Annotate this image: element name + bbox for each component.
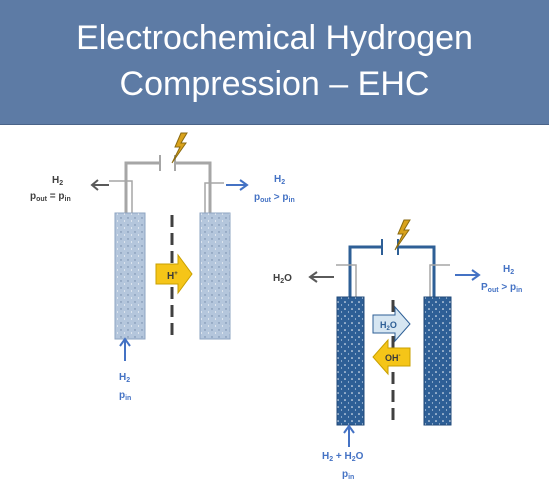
pem-proton-arrow (155, 253, 193, 295)
pem-outlet-right-species: H2 (274, 174, 285, 186)
pem-outlet-pipe-left (109, 180, 133, 213)
alk-outlet-right-species: H2 (503, 264, 514, 276)
alkaline-cell: H2O OH- H2O H2 Pout > pin H2 + H2O pin (273, 219, 522, 481)
pem-outlet-left-pressure: pout = pin (30, 191, 71, 203)
alk-electrode-right (423, 296, 452, 426)
alk-hydroxide-arrow (372, 338, 411, 376)
pem-inlet-pressure: pin (119, 390, 131, 402)
alk-water-arrow (372, 305, 411, 343)
title-bar: Electrochemical Hydrogen Compression – E… (0, 0, 549, 125)
alk-lightning-icon (394, 219, 411, 251)
diagram-stage: H+ H2 pout = pin H2 pout > pin H2 pin (0, 125, 549, 494)
pem-electrode-left (114, 212, 146, 340)
alk-inlet-arrow-head (343, 424, 355, 434)
pem-outlet-left-species: H2 (52, 175, 63, 187)
pem-wire-right (175, 161, 212, 217)
pem-wire-left (124, 161, 160, 217)
alk-outlet-arrow-right-head (471, 269, 481, 281)
alk-outlet-right-pressure: Pout > pin (481, 282, 522, 294)
alk-outlet-pipe-right (429, 264, 450, 297)
pem-inlet-arrow-head (119, 337, 131, 347)
pem-inlet-species: H2 (119, 372, 130, 384)
pem-lightning-icon (171, 132, 188, 164)
pem-electrode-right (199, 212, 231, 340)
alk-inlet-species: H2 + H2O (322, 451, 364, 463)
alk-inlet-pressure: pin (342, 469, 354, 481)
alk-outlet-arrow-left-head (308, 271, 318, 283)
alk-wire-left (348, 245, 382, 300)
slide-title-line-1: Electrochemical Hydrogen (76, 19, 473, 57)
pem-outlet-pipe-right (204, 182, 224, 213)
alk-hydroxide-label: OH- (385, 353, 401, 363)
alk-water-label: H2O (380, 320, 397, 332)
ehc-diagram: H+ H2 pout = pin H2 pout > pin H2 pin (30, 132, 522, 481)
alk-electrode-left (336, 296, 365, 426)
slide-title-line-2: Compression – EHC (119, 65, 430, 103)
pem-proton-label: H+ (167, 271, 178, 282)
pem-outlet-right-pressure: pout > pin (254, 192, 295, 204)
pem-outlet-arrow-left-head (90, 179, 99, 191)
pem-outlet-arrow-right-head (239, 179, 249, 191)
pem-cell: H+ H2 pout = pin H2 pout > pin H2 pin (30, 132, 295, 402)
alk-wire-right (398, 245, 436, 300)
alk-outlet-left-species: H2O (273, 273, 292, 285)
alk-outlet-pipe-left (336, 264, 357, 297)
